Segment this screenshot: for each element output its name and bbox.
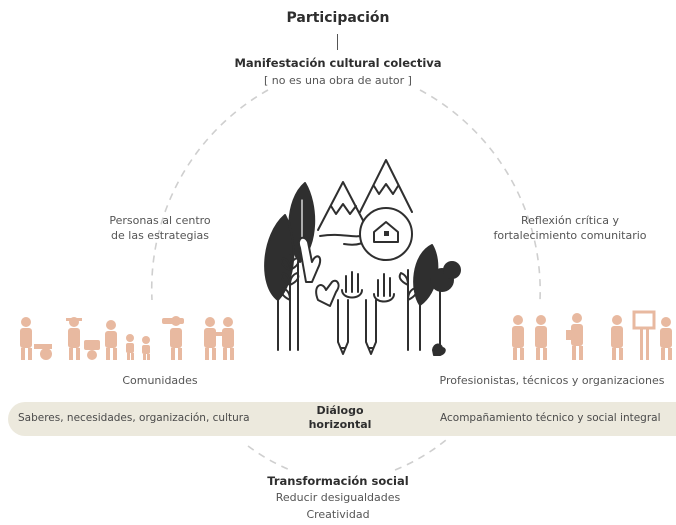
transformation-line1: Reducir desigualdades xyxy=(275,491,401,504)
person-icon xyxy=(162,316,184,360)
communities-label: Comunidades xyxy=(122,374,198,387)
community-figures xyxy=(20,316,234,360)
person-icon xyxy=(535,315,547,360)
mountain-icon xyxy=(317,159,413,231)
wheat-icon xyxy=(398,269,418,351)
right-principle-label: Reflexión crítica y fortalecimiento comu… xyxy=(470,213,670,243)
left-principle-line1: Personas al centro xyxy=(109,214,211,227)
manifestation-title: Manifestación cultural colectiva xyxy=(234,56,442,70)
dialog-label: Diálogo horizontal xyxy=(290,404,390,432)
right-principle-line1: Reflexión crítica y xyxy=(521,214,619,227)
person-icon xyxy=(66,317,100,360)
right-principle-line2: fortalecimiento comunitario xyxy=(493,229,647,242)
person-icon xyxy=(20,317,52,360)
person-icon xyxy=(660,317,672,360)
band-right-text: Acompañamiento técnico y social integral xyxy=(440,412,661,424)
professionals-label: Profesionistas, técnicos y organizacione… xyxy=(439,374,665,387)
professional-figures xyxy=(512,310,672,360)
pencil-icon xyxy=(337,299,377,355)
title-connector xyxy=(337,34,338,50)
easel-icon xyxy=(632,310,656,360)
person-icon xyxy=(512,315,524,360)
central-illustration xyxy=(264,159,461,356)
leaf-icon xyxy=(413,244,461,351)
diagram-title: Participación xyxy=(286,10,390,26)
wheat-icon xyxy=(280,254,300,351)
dashed-circle xyxy=(150,89,541,471)
dialog-line2: horizontal xyxy=(308,418,372,431)
bird-icon xyxy=(432,343,446,356)
person-icon xyxy=(105,320,117,360)
person-icon xyxy=(142,336,150,360)
dialog-band xyxy=(8,402,676,436)
left-principle-line2: de las estrategias xyxy=(111,229,209,242)
leaf-icon xyxy=(264,214,295,351)
band-left-text: Saberes, necesidades, organización, cult… xyxy=(18,412,250,424)
person-icon xyxy=(566,313,583,360)
house-icon xyxy=(359,207,413,261)
dialog-line1: Diálogo xyxy=(316,404,364,417)
transformation-title: Transformación social xyxy=(267,474,409,488)
manifestation-subtitle: [ no es una obra de autor ] xyxy=(264,74,412,87)
raised-hand-icon xyxy=(298,236,395,307)
left-principle-label: Personas al centro de las estrategias xyxy=(70,213,250,243)
transformation-line2: Creatividad xyxy=(306,508,370,521)
person-icon xyxy=(126,334,134,360)
person-icon xyxy=(204,317,234,360)
person-icon xyxy=(611,315,623,360)
